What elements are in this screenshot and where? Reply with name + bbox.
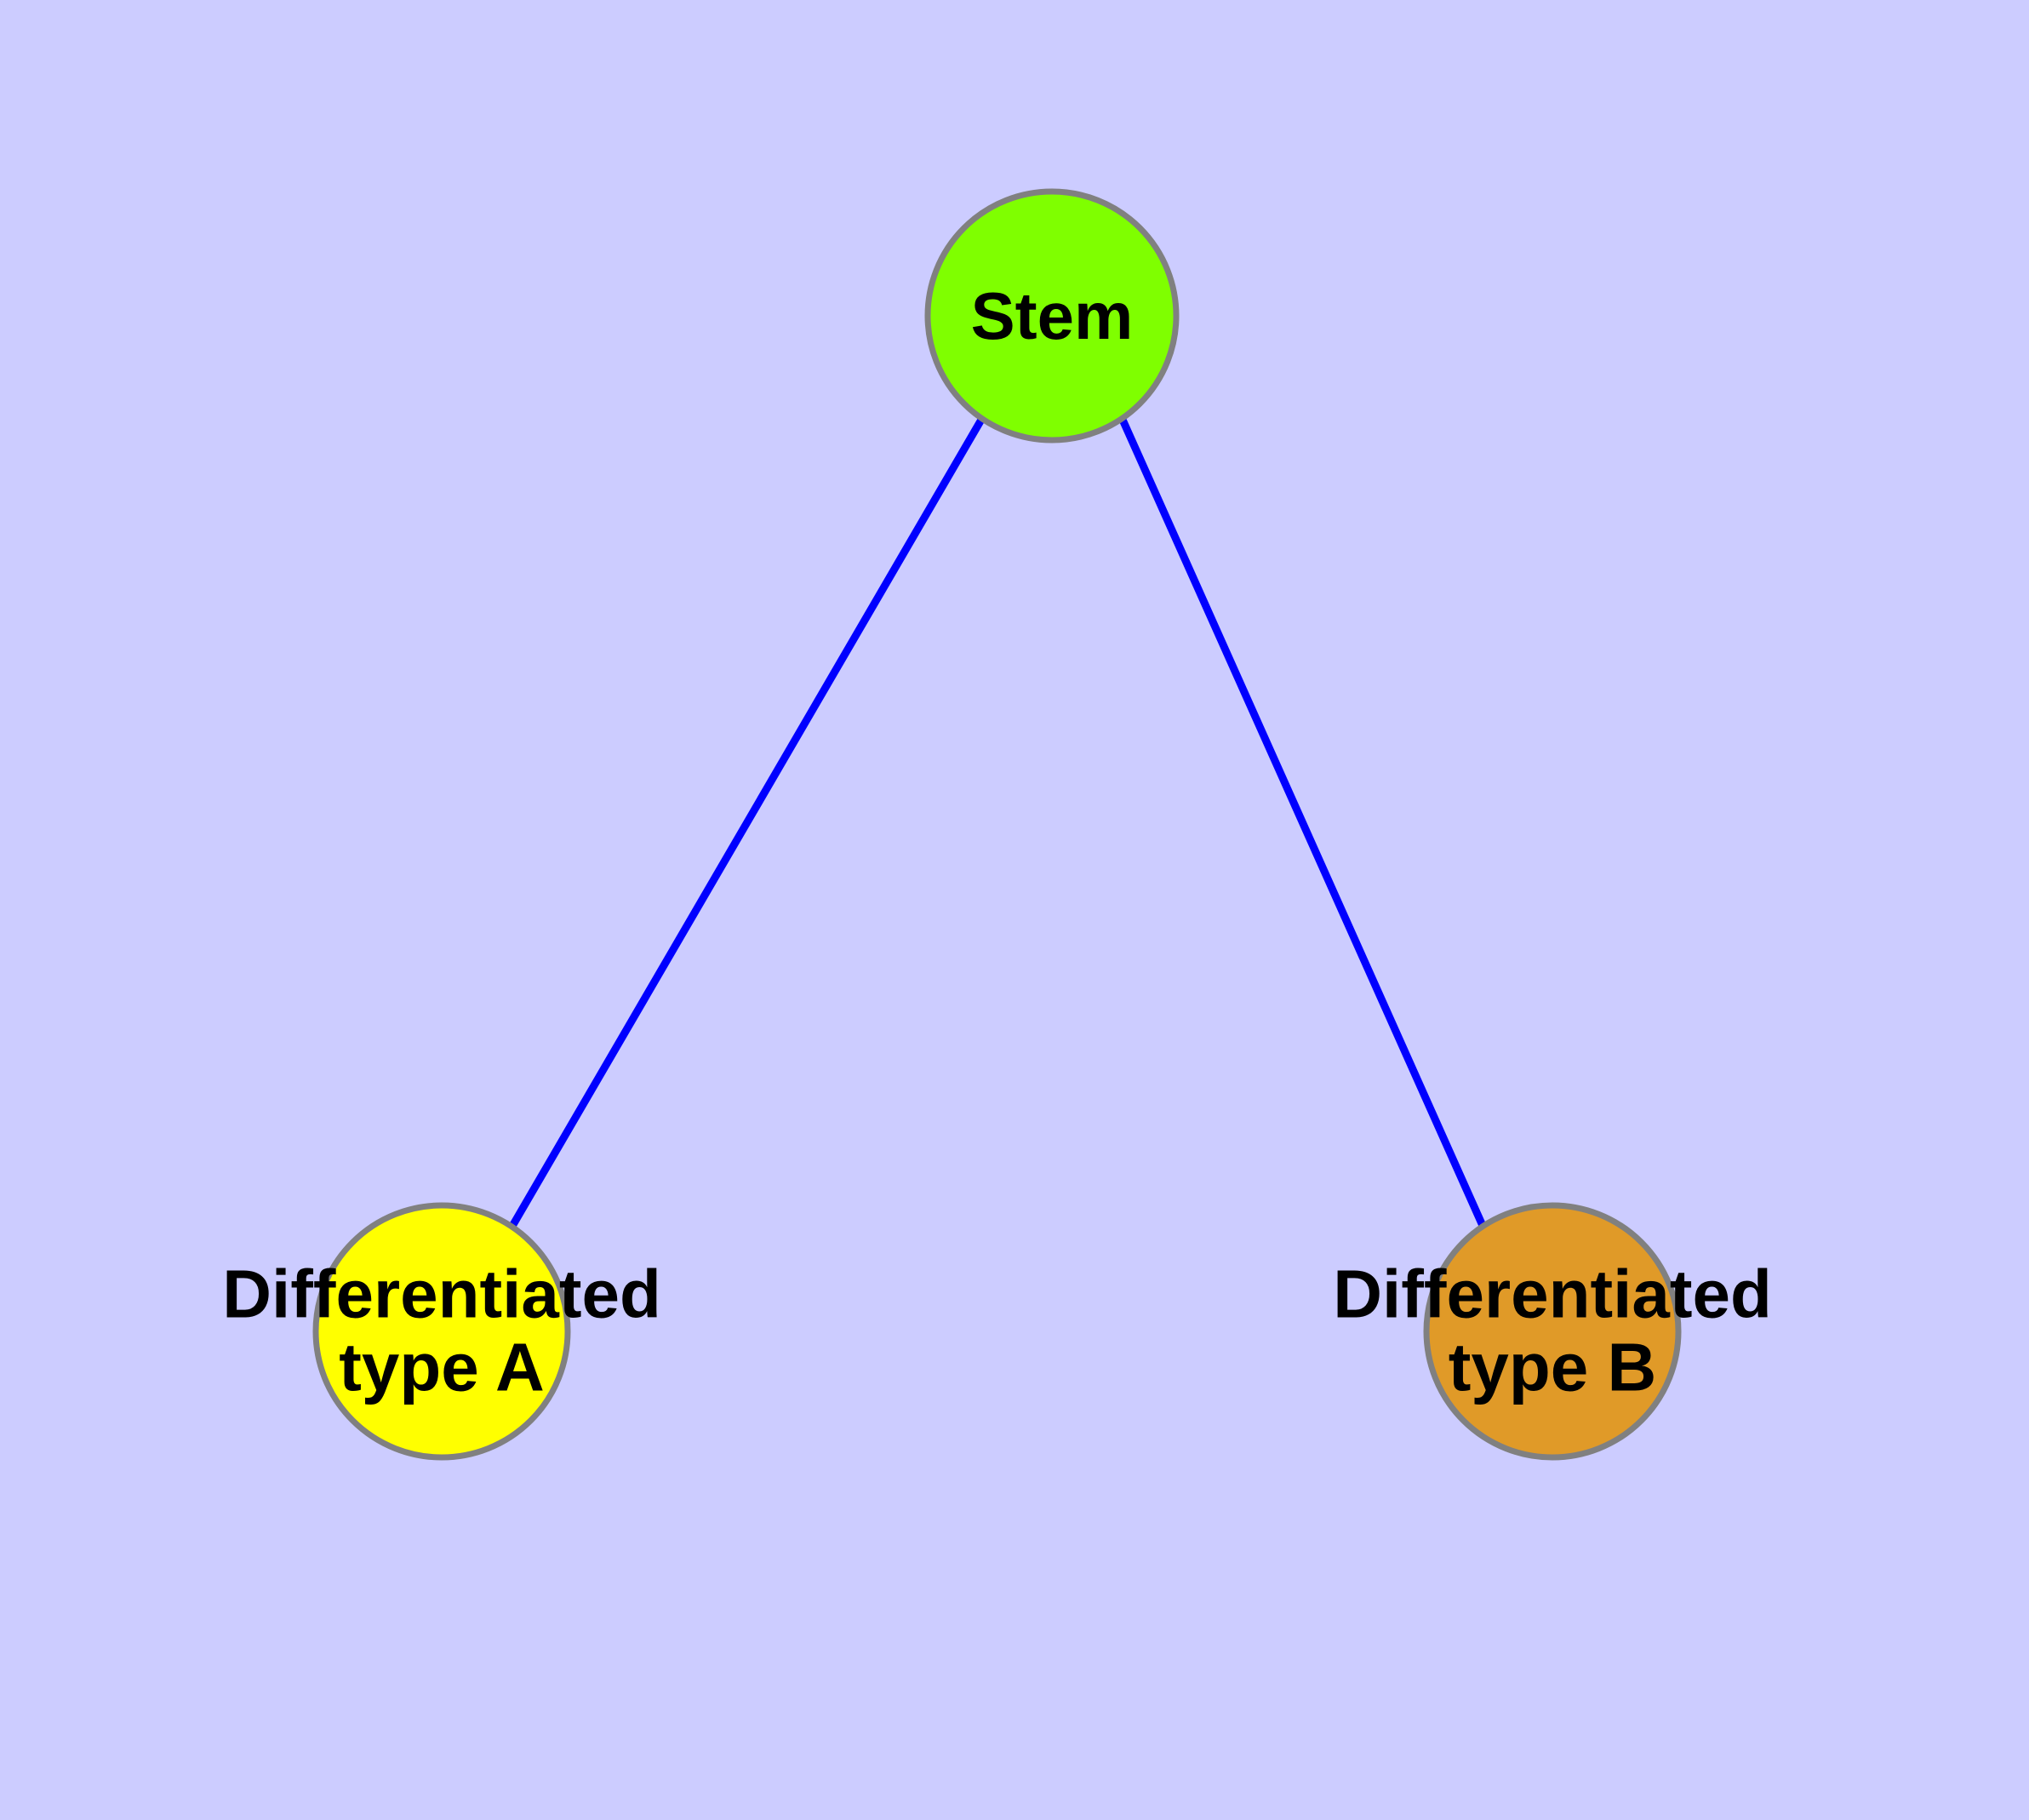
- node-differentiated-type-b[interactable]: [1423, 1202, 1682, 1461]
- edge-stem-to-differentiated-type-b[interactable]: [1118, 418, 1488, 1229]
- node-differentiated-type-a[interactable]: [312, 1202, 571, 1461]
- node-layer: [312, 188, 1682, 1461]
- edge-stem-to-differentiated-type-a[interactable]: [508, 417, 985, 1230]
- edge-layer: [508, 417, 1488, 1230]
- node-stem[interactable]: [924, 188, 1180, 444]
